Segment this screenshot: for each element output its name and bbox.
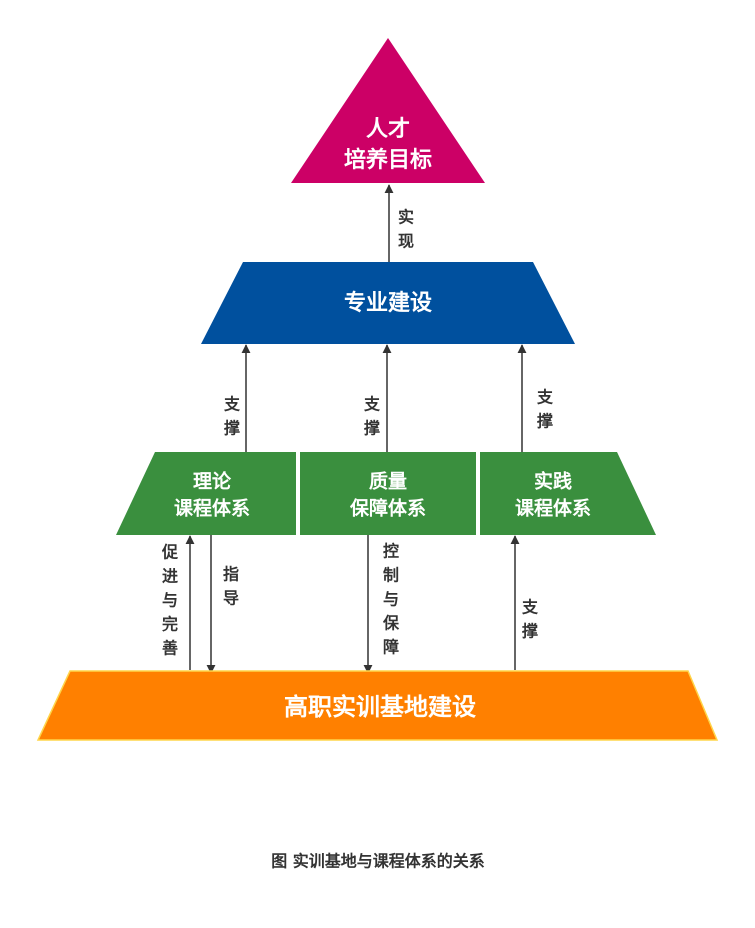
quality-line2: 保障体系 bbox=[349, 497, 426, 520]
label-control: 控 制 与 保 障 bbox=[382, 542, 400, 657]
svg-text:完: 完 bbox=[162, 615, 178, 634]
goal-line2: 培养目标 bbox=[344, 147, 432, 173]
label-support-left-2: 撑 bbox=[224, 419, 240, 438]
svg-text:撑: 撑 bbox=[522, 622, 538, 641]
label-support-left-1: 支 bbox=[223, 395, 241, 414]
label-support-base: 支 撑 bbox=[521, 598, 539, 641]
goal-triangle bbox=[291, 38, 485, 183]
svg-text:指: 指 bbox=[223, 565, 239, 584]
quality-system-box bbox=[300, 452, 476, 535]
base-trapezoid bbox=[36, 670, 719, 741]
svg-text:支: 支 bbox=[521, 598, 539, 617]
theory-line1: 理论 bbox=[193, 470, 232, 493]
svg-text:制: 制 bbox=[383, 566, 399, 585]
label-support-right-2: 撑 bbox=[537, 412, 553, 431]
svg-text:保: 保 bbox=[382, 614, 400, 633]
theory-line2: 课程体系 bbox=[174, 497, 250, 520]
svg-text:与: 与 bbox=[162, 591, 178, 610]
label-realize-2: 现 bbox=[398, 232, 414, 251]
practice-line1: 实践 bbox=[534, 470, 572, 493]
goal-line1: 人才 bbox=[366, 116, 410, 142]
base-label: 高职实训基地建设 bbox=[284, 693, 476, 721]
label-support-mid-1: 支 bbox=[363, 395, 381, 414]
svg-text:善: 善 bbox=[162, 639, 178, 658]
svg-text:促: 促 bbox=[161, 543, 179, 562]
svg-text:进: 进 bbox=[162, 567, 178, 586]
svg-text:障: 障 bbox=[383, 638, 399, 657]
major-trapezoid bbox=[201, 262, 575, 344]
label-support-mid-2: 撑 bbox=[364, 419, 380, 438]
major-label: 专业建设 bbox=[344, 290, 432, 316]
practice-system-box bbox=[480, 452, 656, 535]
svg-text:与: 与 bbox=[383, 590, 399, 609]
theory-system-box bbox=[116, 452, 296, 535]
label-realize-1: 实 bbox=[398, 208, 414, 227]
label-support-right-1: 支 bbox=[536, 388, 554, 407]
figure-caption: 图 实训基地与课程体系的关系 bbox=[271, 852, 485, 871]
svg-text:控: 控 bbox=[383, 542, 399, 561]
label-guide: 指 导 bbox=[223, 565, 239, 608]
svg-text:导: 导 bbox=[223, 589, 239, 608]
quality-line1: 质量 bbox=[369, 471, 407, 493]
practice-line2: 课程体系 bbox=[515, 497, 591, 520]
label-promote: 促 进 与 完 善 bbox=[161, 543, 179, 658]
